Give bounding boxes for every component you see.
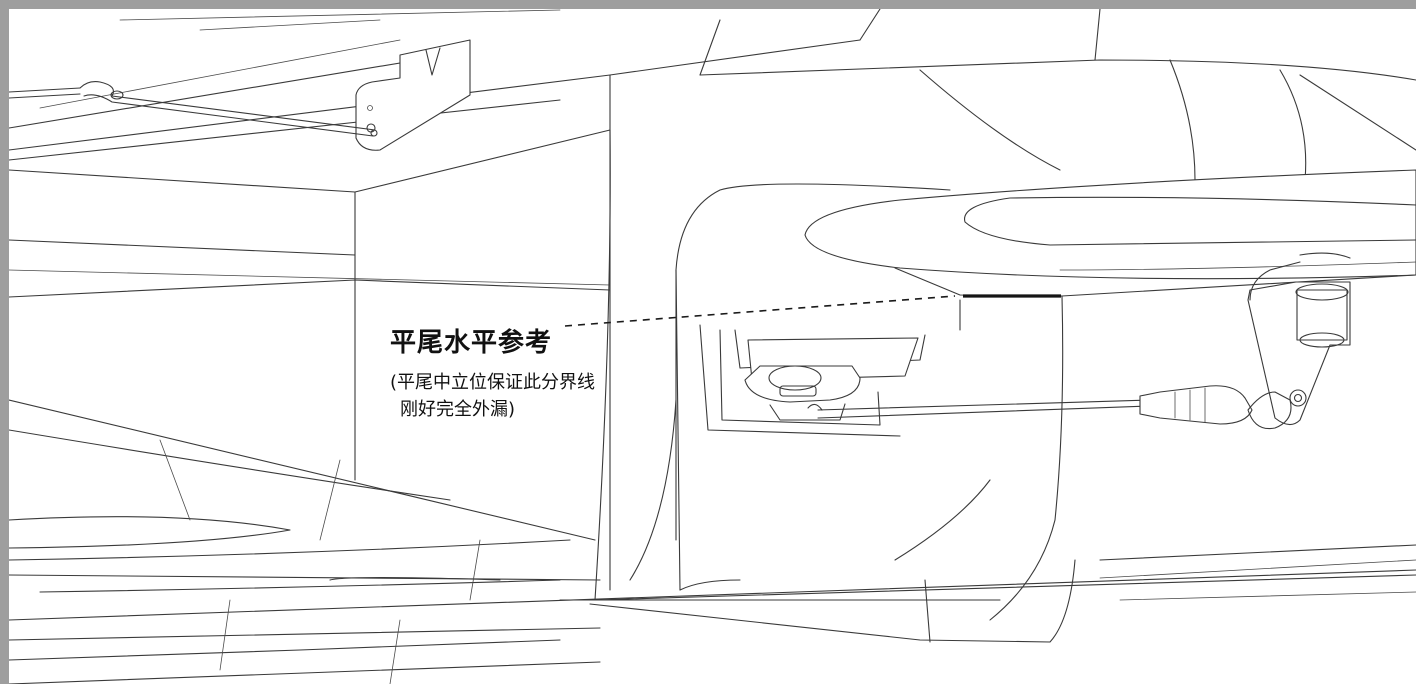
fairing-shell bbox=[629, 183, 1064, 621]
fuselage-fairing bbox=[594, 9, 1416, 601]
annotation-note: (平尾中立位保证此分界线 刚好完全外漏) bbox=[390, 369, 595, 423]
annotation-title: 平尾水平参考 bbox=[390, 328, 553, 358]
pushrod-part bbox=[9, 81, 378, 137]
lower-fuselage bbox=[559, 544, 1416, 643]
tail-control-horn bbox=[1247, 252, 1351, 430]
tail-pushrod bbox=[817, 385, 1253, 425]
annotation-note-line1: (平尾中立位保证此分界线 bbox=[390, 372, 596, 393]
upper-wing-surface bbox=[9, 9, 861, 481]
horizontal-tail-part bbox=[804, 169, 1416, 297]
annotation-note-line2: 刚好完全外漏) bbox=[400, 399, 516, 420]
reference-leader-line bbox=[564, 295, 956, 327]
lower-wing-surface bbox=[9, 399, 1416, 684]
control-horn-part bbox=[355, 39, 471, 151]
servo-mount-part bbox=[699, 324, 926, 437]
